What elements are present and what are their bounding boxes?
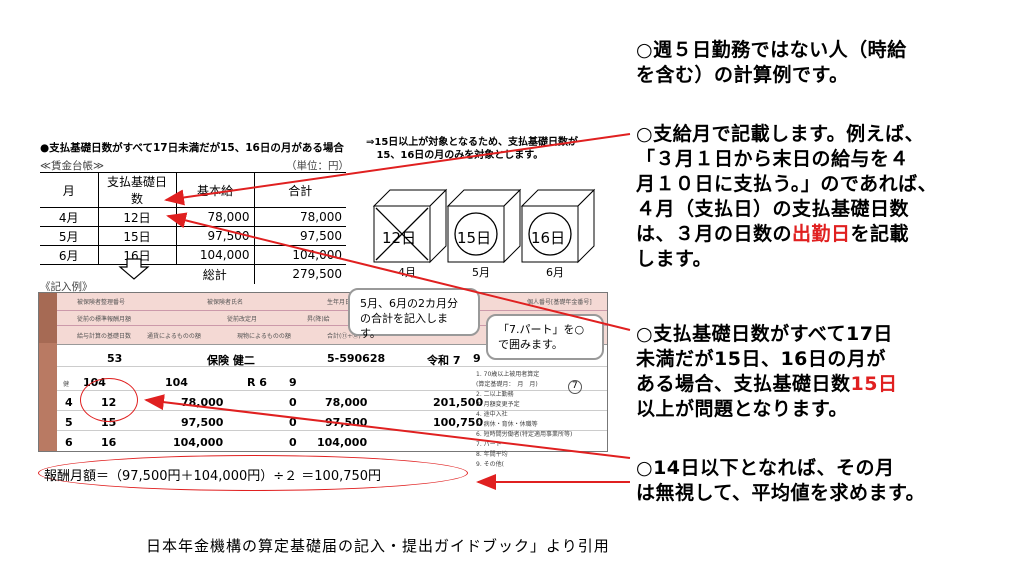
form-goods: 0 bbox=[289, 436, 297, 449]
form-header-cell: 給与計算の基礎日数 bbox=[77, 333, 132, 340]
form-currency: 104,000 bbox=[173, 436, 224, 449]
form-goods: 0 bbox=[289, 396, 297, 409]
form-prev-era: R 6 bbox=[247, 376, 267, 389]
example-label: 《記入例》 bbox=[40, 281, 93, 293]
form-note: 5. 病休・育休・休職等 bbox=[476, 421, 538, 428]
cube-label: 12日 bbox=[382, 229, 417, 247]
ledger-header-base: 基本給 bbox=[176, 172, 255, 208]
ledger-cell: 6月 bbox=[40, 245, 99, 265]
form-header-cell: 合計(⑪+⑫) bbox=[327, 333, 361, 340]
form-header-cell: 被保険者氏名 bbox=[207, 299, 244, 306]
form-insured-birth: 5-590628 bbox=[327, 352, 386, 365]
form-header-cell: 個人番号[基礎年金番号] bbox=[527, 299, 592, 306]
form-note: 7. パート bbox=[476, 441, 502, 448]
form-note: 1. 70歳以上被用者算定 bbox=[476, 371, 540, 378]
form-goods: 0 bbox=[289, 416, 297, 429]
section-heading: ●支払基礎日数がすべて17日未満だが15、16日の月がある場合 bbox=[40, 142, 344, 154]
form-header-cell: 被保険者整理番号 bbox=[77, 299, 126, 306]
day-cubes-illustration bbox=[372, 188, 596, 264]
form-sum-total: 201,500 bbox=[433, 396, 484, 409]
explanation-1: ○週５日勤務ではない人（時給 を含む）の計算例です。 bbox=[636, 39, 907, 86]
down-arrow-icon bbox=[118, 258, 150, 280]
form-note: 3. 月額変更予定 bbox=[476, 401, 520, 408]
pointer-arrow bbox=[144, 394, 631, 459]
cube-month-label: 6月 bbox=[546, 266, 564, 279]
ledger-header-total: 合計 bbox=[254, 172, 346, 208]
form-row-insured: 53 保険 健二 5-590628 令和 7 9 bbox=[57, 349, 607, 367]
form-notes-panel: 1. 70歳以上被用者算定 (算定基礎月： 月 月) 2. 二以上勤務 3. 月… bbox=[476, 370, 606, 468]
form-note: 6. 短時間労働者(特定適用事業所等) bbox=[476, 431, 573, 438]
form-header-cell: 通貨によるものの額 bbox=[147, 333, 201, 340]
form-header-cell: 生年月日 bbox=[327, 299, 352, 306]
formula-highlight-ellipse bbox=[38, 455, 468, 491]
ledger-label: ≪賃金台帳≫ bbox=[40, 160, 104, 172]
cube-label: 15日 bbox=[457, 229, 492, 247]
pointer-arrow bbox=[166, 212, 631, 331]
form-header-cell: 従前改定月 bbox=[227, 316, 258, 323]
cube-16-days bbox=[520, 188, 596, 264]
form-note: 2. 二以上勤務 bbox=[476, 391, 514, 398]
ledger-total-value: 279,500 bbox=[254, 264, 346, 284]
form-prev-mid: 104 bbox=[165, 376, 188, 389]
pointer-arrow bbox=[164, 133, 631, 206]
ledger-unit: （単位：円） bbox=[286, 160, 349, 172]
circled-option-7: 7 bbox=[568, 380, 582, 394]
cube-15-days bbox=[446, 188, 522, 264]
cube-12-days bbox=[372, 188, 448, 264]
cube-label: 16日 bbox=[531, 229, 566, 247]
form-total: 78,000 bbox=[325, 396, 368, 409]
form-month: 5 bbox=[65, 416, 73, 429]
form-insured-name: 保険 健二 bbox=[207, 354, 255, 367]
form-insured-number: 53 bbox=[107, 352, 123, 365]
heading-note: ⇒15日以上が対象となるため、支払基礎日数が 15、16日の月のみを対象とします… bbox=[366, 137, 578, 161]
form-prev-prefix: 健 bbox=[63, 381, 70, 388]
callout-two-month-sum: 5月、6月の2カ月分の合計を記入します。 bbox=[348, 288, 480, 340]
form-side-bar bbox=[39, 293, 57, 451]
form-insured-month: 9 bbox=[473, 352, 481, 365]
ledger-header-row: 月 支払基礎日数 基本給 合計 bbox=[40, 172, 346, 208]
form-note: (算定基礎月： 月 月) bbox=[476, 381, 538, 388]
ledger-header-days: 支払基礎日数 bbox=[98, 172, 177, 208]
form-header-cell: 昇(降)給 bbox=[307, 316, 330, 323]
cube-month-label: 5月 bbox=[472, 266, 490, 279]
form-month: 4 bbox=[65, 396, 73, 409]
highlight-attendance-days: 出勤日 bbox=[792, 223, 851, 245]
form-header-cell: 従前の標準報酬月額 bbox=[77, 316, 132, 323]
form-insured-era: 令和 7 bbox=[427, 354, 461, 367]
form-note: 8. 年間平均 bbox=[476, 451, 508, 458]
ledger-total-row: 総計 279,500 bbox=[40, 264, 346, 284]
highlight-15-days: 15日 bbox=[850, 373, 898, 395]
form-header-cell: 現物によるものの額 bbox=[237, 333, 291, 340]
ledger-cell: 78,000 bbox=[254, 207, 346, 227]
average-formula: 報酬月額＝（97,500円＋104,000円）÷２ ＝100,750円 bbox=[44, 469, 382, 484]
form-note: 9. その他( bbox=[476, 461, 504, 468]
form-total: 104,000 bbox=[317, 436, 368, 449]
form-month: 6 bbox=[65, 436, 73, 449]
form-days: 16 bbox=[101, 436, 117, 449]
ledger-row: 6月 16日 104,000 104,000 bbox=[40, 245, 346, 265]
form-note: 4. 途中入社 bbox=[476, 411, 508, 418]
explanation-3: ○支払基礎日数がすべて17日 未満だが15日、16日の月が ある場合、支払基礎日… bbox=[636, 323, 898, 420]
form-row-month: 6 16 104,000 0 104,000 bbox=[57, 433, 607, 451]
ledger-header-month: 月 bbox=[40, 172, 99, 208]
callout-part-time: 「7.パート」を○で囲みます。 bbox=[486, 314, 604, 360]
form-prev-month: 9 bbox=[289, 376, 297, 389]
citation: 日本年金機構の算定基礎届の記入・提出ガイドブック」より引用 bbox=[146, 537, 610, 555]
wage-ledger-table: 月 支払基礎日数 基本給 合計 4月 12日 78,000 78,000 5月 … bbox=[40, 172, 346, 284]
explanation-2: ○支給月で記載します。例えば、 「３月１日から末日の給与を４ 月１０日に支払う。… bbox=[636, 123, 938, 270]
form-currency: 97,500 bbox=[181, 416, 224, 429]
explanation-4: ○14日以下となれば、その月 は無視して、平均値を求めます。 bbox=[636, 457, 926, 504]
form-average: 100,750 bbox=[433, 416, 484, 429]
form-row-month: 5 15 97,500 0 97,500 100,750 bbox=[57, 413, 607, 431]
highlight-ellipse-12-days bbox=[80, 378, 138, 422]
ledger-total-label: 総計 bbox=[176, 264, 255, 284]
